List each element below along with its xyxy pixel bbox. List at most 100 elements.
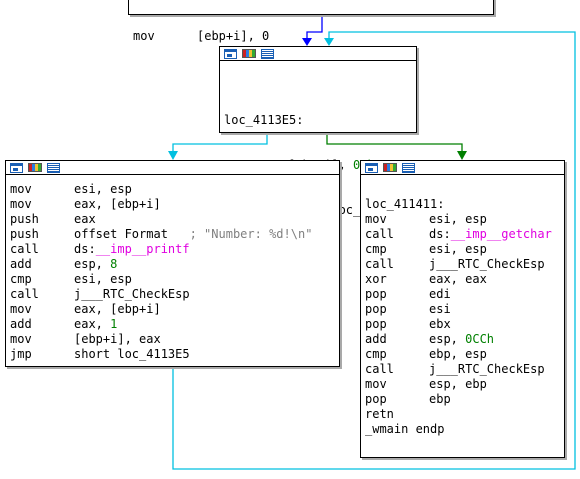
mnemonic: mov bbox=[10, 332, 32, 346]
code-line: call j___RTC_CheckEsp bbox=[10, 287, 335, 302]
mnemonic: call bbox=[365, 227, 394, 241]
listing-icon[interactable] bbox=[402, 162, 415, 173]
code-line: push eax bbox=[10, 212, 335, 227]
code-line: pop edi bbox=[365, 287, 560, 302]
code-line: retn bbox=[365, 407, 560, 422]
operand-text: short loc_4113E5 bbox=[74, 347, 190, 361]
operand-text: j___RTC_CheckEsp bbox=[429, 362, 545, 376]
import-symbol[interactable]: __imp__getchar bbox=[450, 227, 552, 241]
code-line: push offset Format ; "Number: %d!\n" bbox=[10, 227, 335, 242]
code-line: jmp short loc_4113E5 bbox=[10, 347, 335, 362]
color-palette-icon[interactable] bbox=[28, 163, 42, 172]
graph-view-icon[interactable] bbox=[365, 162, 378, 173]
code-line: add esp, 8 bbox=[10, 257, 335, 272]
code-line: pop ebx bbox=[365, 317, 560, 332]
mnemonic: mov bbox=[10, 182, 32, 196]
number-literal: 8 bbox=[110, 257, 118, 271]
mnemonic: call bbox=[10, 242, 39, 256]
operand-text: edi bbox=[429, 287, 451, 301]
mnemonic: mov bbox=[10, 302, 32, 316]
code-line: mov esi, esp bbox=[10, 182, 335, 197]
code-line: mov [ebp+i], eax bbox=[10, 332, 335, 347]
operand-text: eax, [ebp+i] bbox=[74, 302, 161, 316]
listing-icon[interactable] bbox=[47, 162, 60, 173]
number-literal: 0CCh bbox=[465, 332, 495, 346]
mnemonic: add bbox=[10, 257, 32, 271]
operand-text: esi bbox=[429, 302, 451, 316]
code-line: call ds:__imp__getchar bbox=[365, 227, 560, 242]
operand-text: ds: bbox=[74, 242, 96, 256]
operand-text: esp, bbox=[429, 332, 466, 346]
top-code-block[interactable]: mov [ebp+i], 0 bbox=[128, 0, 494, 43]
mnemonic: call bbox=[365, 362, 394, 376]
operand-text: esp, bbox=[74, 257, 111, 271]
block-header bbox=[6, 161, 339, 175]
operand-text: esi, esp bbox=[429, 242, 487, 256]
operand-text: ebx bbox=[429, 317, 451, 331]
operand-text: offset Format bbox=[74, 227, 190, 241]
mnemonic: mov bbox=[365, 377, 387, 391]
code-line: mov [ebp+i], 0 bbox=[133, 29, 489, 44]
edge-loop-back bbox=[172, 31, 576, 470]
operand-text: ds: bbox=[429, 227, 451, 241]
mnemonic: mov bbox=[10, 197, 32, 211]
mnemonic: push bbox=[10, 227, 39, 241]
block-label[interactable]: loc_4113E5: bbox=[224, 113, 304, 127]
import-symbol[interactable]: __imp__printf bbox=[95, 242, 190, 256]
mnemonic: add bbox=[10, 317, 32, 331]
block-header bbox=[220, 47, 416, 61]
operand-text: eax bbox=[74, 212, 96, 226]
loc-4113E5-block[interactable]: loc_4113E5: cmp[ebp+i], 0Ah jgeshort loc… bbox=[219, 46, 417, 217]
operand-text: esi, esp bbox=[74, 182, 132, 196]
code-line: xor eax, eax bbox=[365, 272, 560, 287]
mnemonic: jmp bbox=[10, 347, 32, 361]
mnemonic: pop bbox=[365, 317, 387, 331]
edge-mid-to-right-arrow bbox=[457, 151, 467, 160]
mnemonic: cmp bbox=[10, 272, 32, 286]
operand-text: j___RTC_CheckEsp bbox=[429, 257, 545, 271]
operand-text: j___RTC_CheckEsp bbox=[74, 287, 190, 301]
code-line: mov eax, [ebp+i] bbox=[10, 302, 335, 317]
operand-text: [ebp+i], eax bbox=[74, 332, 161, 346]
operands: [ebp+i], 0 bbox=[197, 29, 269, 43]
mnemonic: cmp bbox=[365, 242, 387, 256]
listing-icon[interactable] bbox=[261, 48, 274, 59]
code-line: call ds:__imp__printf bbox=[10, 242, 335, 257]
operand-text: eax, eax bbox=[429, 272, 487, 286]
color-palette-icon[interactable] bbox=[242, 49, 256, 58]
block-header bbox=[361, 161, 564, 175]
mnemonic: push bbox=[10, 212, 39, 226]
mnemonic: call bbox=[10, 287, 39, 301]
mnemonic: pop bbox=[365, 302, 387, 316]
comment: ; "Number: %d!\n" bbox=[189, 227, 313, 241]
block-label[interactable]: loc_411411: bbox=[365, 197, 445, 211]
mnemonic: mov bbox=[365, 212, 387, 226]
operand-text: [ebp+i], 0 bbox=[197, 29, 270, 43]
code-line: cmp esi, esp bbox=[10, 272, 335, 287]
color-palette-icon[interactable] bbox=[383, 163, 397, 172]
mnemonic: xor bbox=[365, 272, 387, 286]
graph-view-icon[interactable] bbox=[10, 162, 23, 173]
mnemonic: pop bbox=[365, 392, 387, 406]
code-line: pop esi bbox=[365, 302, 560, 317]
mnemonic: pop bbox=[365, 287, 387, 301]
graph-view-icon[interactable] bbox=[224, 48, 237, 59]
mnemonic: mov bbox=[133, 29, 155, 43]
function-end-label: _wmain endp bbox=[365, 422, 445, 436]
code-line: cmp esi, esp bbox=[365, 242, 560, 257]
mnemonic: retn bbox=[365, 407, 394, 421]
number-literal: 1 bbox=[110, 317, 118, 331]
operand-text: esi, esp bbox=[74, 272, 132, 286]
mnemonic: cmp bbox=[365, 347, 387, 361]
